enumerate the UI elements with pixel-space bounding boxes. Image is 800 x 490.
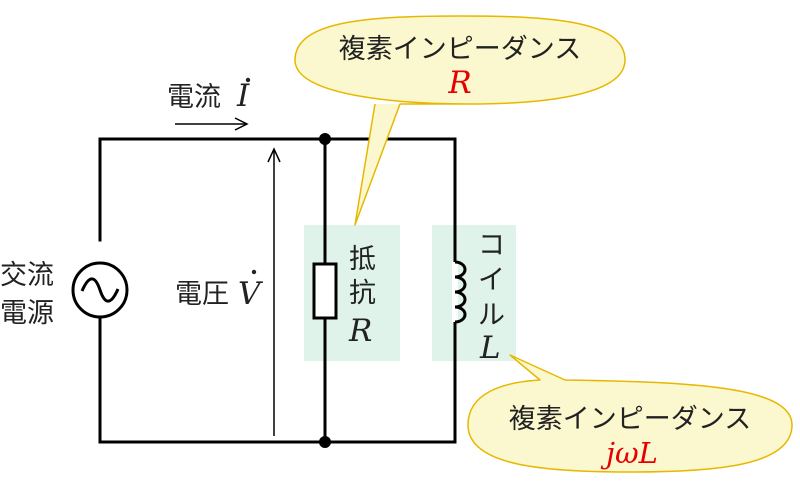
voltage-label: 電圧: [175, 279, 229, 310]
resistor-label-line1: 抵: [349, 244, 376, 275]
voltage-dot-accent: [251, 269, 257, 275]
callout-coil-formula: jωL: [600, 436, 658, 470]
source-label-line2: 電源: [0, 298, 54, 329]
coil-symbol: L: [479, 330, 501, 366]
resistor-symbol: R: [348, 313, 372, 349]
resistor-icon: [312, 262, 338, 320]
circuit-wires: [98, 137, 457, 444]
callout-resistor-bubble: [294, 15, 626, 226]
callout-resistor-title: 複素インピーダンス: [339, 34, 581, 65]
current-dot-accent: [245, 77, 251, 83]
resistor-label-line2: 抗: [349, 278, 376, 309]
callout-resistor-formula: R: [447, 65, 471, 101]
inductor-icon: [454, 260, 467, 324]
junction-dot-bottom: [319, 436, 331, 448]
current-symbol: I: [236, 78, 250, 114]
coil-label-line3: ル: [478, 300, 505, 331]
current-label: 電流: [167, 82, 221, 113]
coil-label-line2: イ: [478, 265, 505, 296]
ac-source-icon: [71, 261, 129, 319]
voltage-arrow: [267, 147, 281, 436]
callout-coil-title: 複素インピーダンス: [509, 404, 751, 435]
callout-resistor: 複素インピーダンス R: [294, 15, 626, 226]
callout-coil: 複素インピーダンス jωL: [467, 354, 793, 473]
outer-loop-wire: [98, 137, 457, 444]
callout-coil-bubble: [467, 354, 793, 473]
coil-highlight: [432, 225, 516, 361]
coil-label-line1: コ: [478, 230, 505, 261]
source-label-line1: 交流: [0, 260, 54, 291]
voltage-symbol: V: [238, 276, 264, 312]
current-arrow: [175, 117, 249, 131]
junction-dot-top: [319, 133, 331, 145]
